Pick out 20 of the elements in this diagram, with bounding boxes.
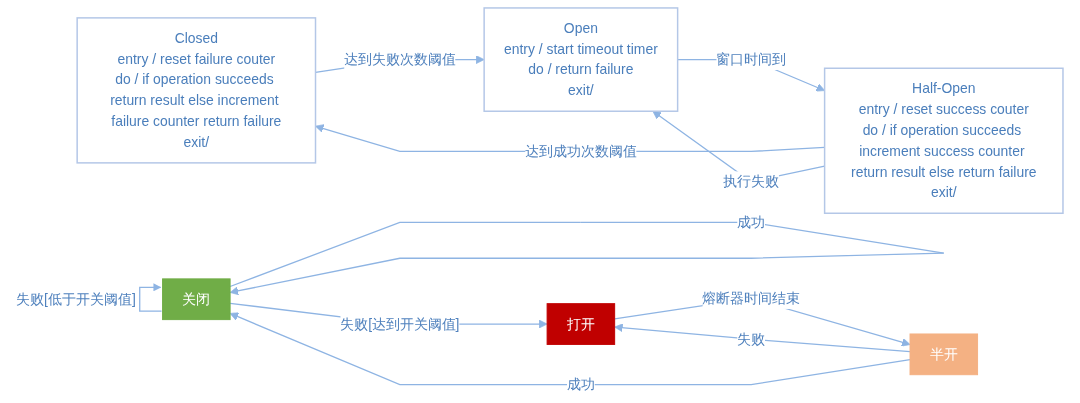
edge-label: 失败[低于开关阈值] (16, 291, 136, 308)
edge-label: 失败[达到开关阈值] (340, 315, 460, 332)
edge-label: 成功 (566, 376, 595, 393)
edge-label: 窗口时间到 (716, 51, 786, 68)
node-box: Closed entry / reset failure couter do / if operation succeeds return result else increment failure counter return failure exit/ (76, 17, 317, 164)
edge-label: 失败 (737, 330, 766, 347)
arrow (139, 283, 163, 312)
arrow (229, 221, 945, 296)
edge-label: 执行失败 (723, 173, 779, 190)
edge-label: 熔断器时间结束 (702, 290, 800, 306)
node-box: 打开 (546, 303, 616, 345)
node-box: 半开 (909, 333, 979, 376)
edge-label: 成功 (737, 214, 766, 230)
node-box: Half-Open entry / reset success couter do / if operation succeeds increment success counter return result else return failure exit/ (823, 67, 1064, 214)
edge-label: 达到失败次数阈值 (344, 51, 456, 68)
edge-label: 达到成功次数阈值 (525, 143, 637, 159)
arrow (614, 323, 911, 353)
node-box: 关闭 (162, 278, 231, 321)
arrow (229, 312, 911, 386)
node-box: Open entry / start timeout timer do / return failure exit/ (483, 7, 679, 112)
